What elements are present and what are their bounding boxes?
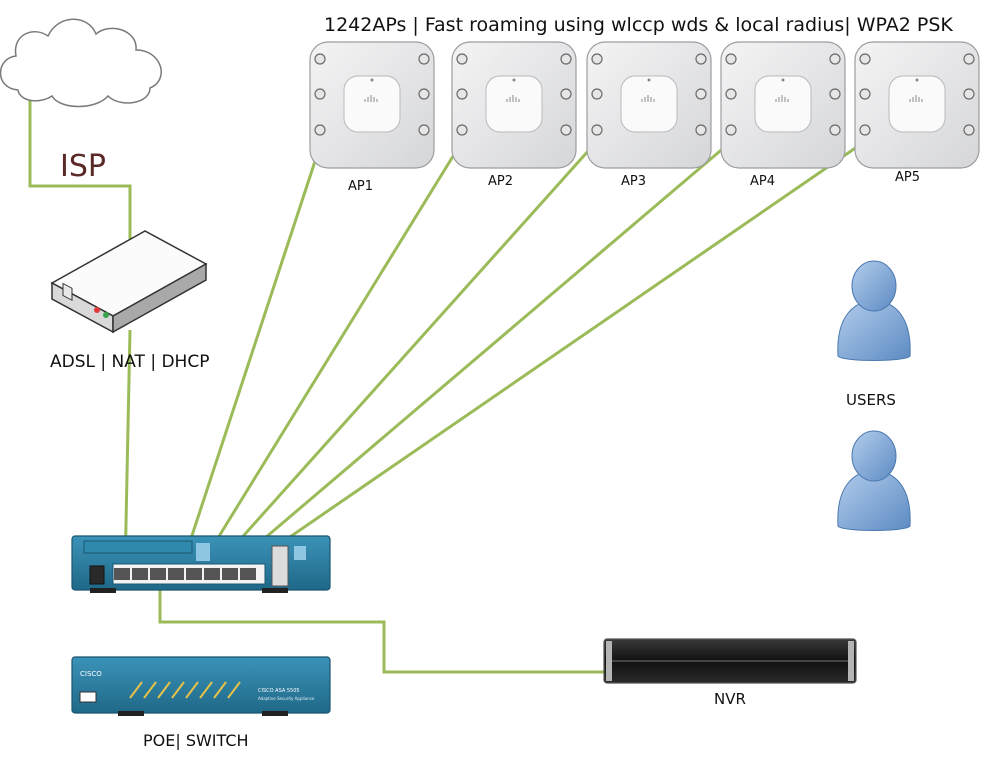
diagram-title: 1242APs | Fast roaming using wlccp wds &… [324,14,953,36]
access-point-4: AP4 [720,41,846,189]
access-point-icon [720,41,846,169]
access-point-1: AP1 [309,41,435,194]
switch-model-text: CISCO ASA 5505 [258,688,300,694]
ap3-link [209,138,600,574]
switch-subtitle-text: Adaptive Security Appliance [258,696,315,701]
ap3-label: AP3 [621,174,646,189]
access-point-icon [586,41,712,169]
user-icon [837,430,911,531]
switch-label: POE| SWITCH [143,731,249,750]
access-point-3: AP3 [586,41,712,189]
isp-link [28,82,132,250]
ap2-link [195,139,465,573]
modem-label: ADSL | NAT | DHCP [50,352,209,372]
user-icon [837,260,911,361]
switch-brand-text: CISCO [80,670,102,678]
ap2-label: AP2 [488,174,513,189]
users-label: USERS [846,391,896,409]
access-point-icon [309,41,435,169]
modem-icon [50,230,208,334]
ap5-label: AP5 [895,170,920,185]
cloud-icon [0,18,162,108]
ap1-link [178,139,324,573]
ap4-link [224,138,734,574]
ap4-label: AP4 [750,174,775,189]
nvr-icon [603,638,857,684]
router-icon [71,535,331,593]
access-point-icon [854,41,980,169]
access-point-5: AP5 [854,41,980,185]
ap5-link [238,138,868,574]
nvr-label: NVR [714,690,746,708]
isp-label: ISP [60,149,106,184]
links [28,82,868,674]
access-point-2: AP2 [451,41,577,189]
ap1-label: AP1 [348,179,373,194]
router-nvr-link [158,575,612,674]
access-point-icon [451,41,577,169]
modem-router-link [123,329,132,573]
switch-icon: CISCO CISCO ASA 5505 Adaptive Security A… [71,656,331,716]
